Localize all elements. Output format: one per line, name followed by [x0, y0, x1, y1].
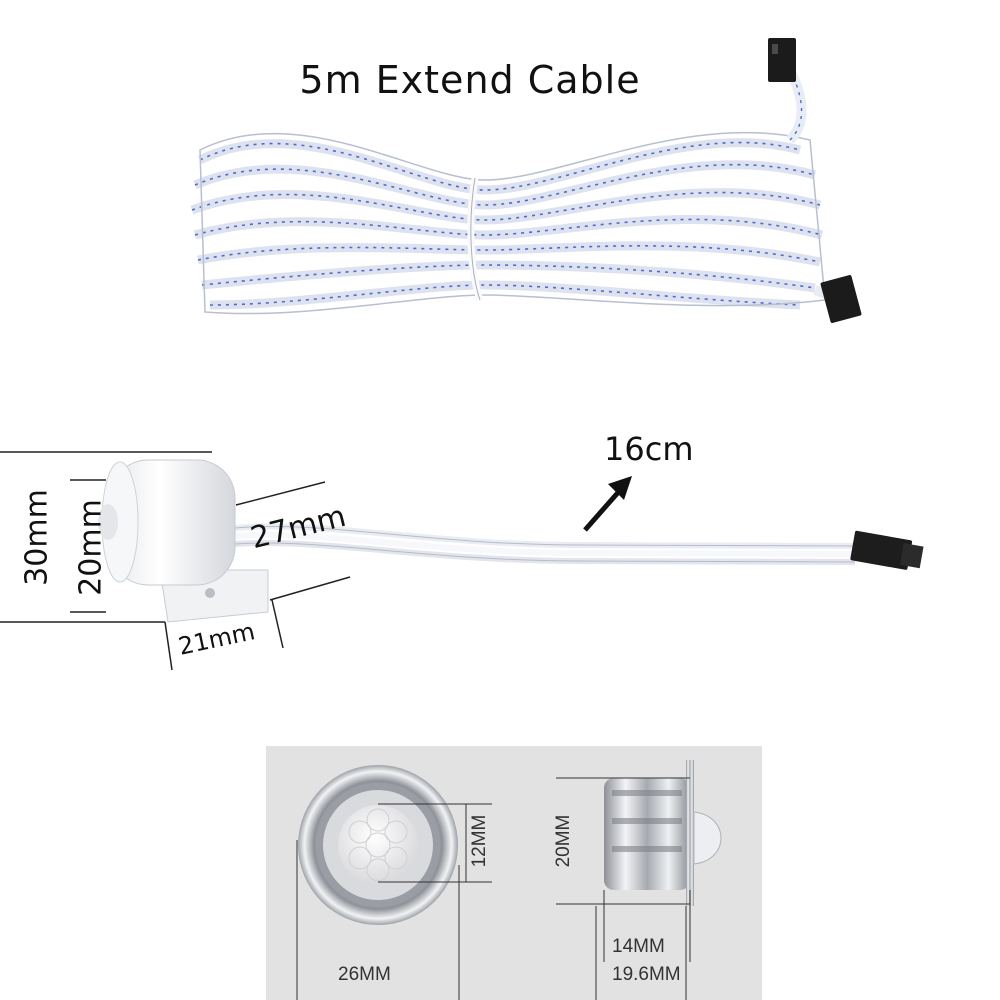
- lens-label: 12MM: [469, 814, 490, 868]
- height-outer-label: 30mm: [19, 489, 55, 586]
- body-height-label: 20MM: [553, 814, 574, 868]
- lead-length-label: 16cm: [604, 430, 694, 468]
- flange-width-label: 19.6MM: [612, 964, 681, 985]
- surface-sensor: [0, 451, 924, 671]
- recessed-sensor-front: [296, 765, 492, 1000]
- coiled-cable: [190, 38, 862, 323]
- bottom-connector: [820, 275, 862, 323]
- cable-title: 5m Extend Cable: [299, 58, 641, 102]
- body-width-label: 14MM: [612, 936, 665, 957]
- recessed-sensor-side: [556, 760, 722, 1000]
- lead-connector: [850, 530, 913, 570]
- face-diameter-label: 26MM: [338, 964, 391, 985]
- height-inner-label: 20mm: [73, 499, 109, 596]
